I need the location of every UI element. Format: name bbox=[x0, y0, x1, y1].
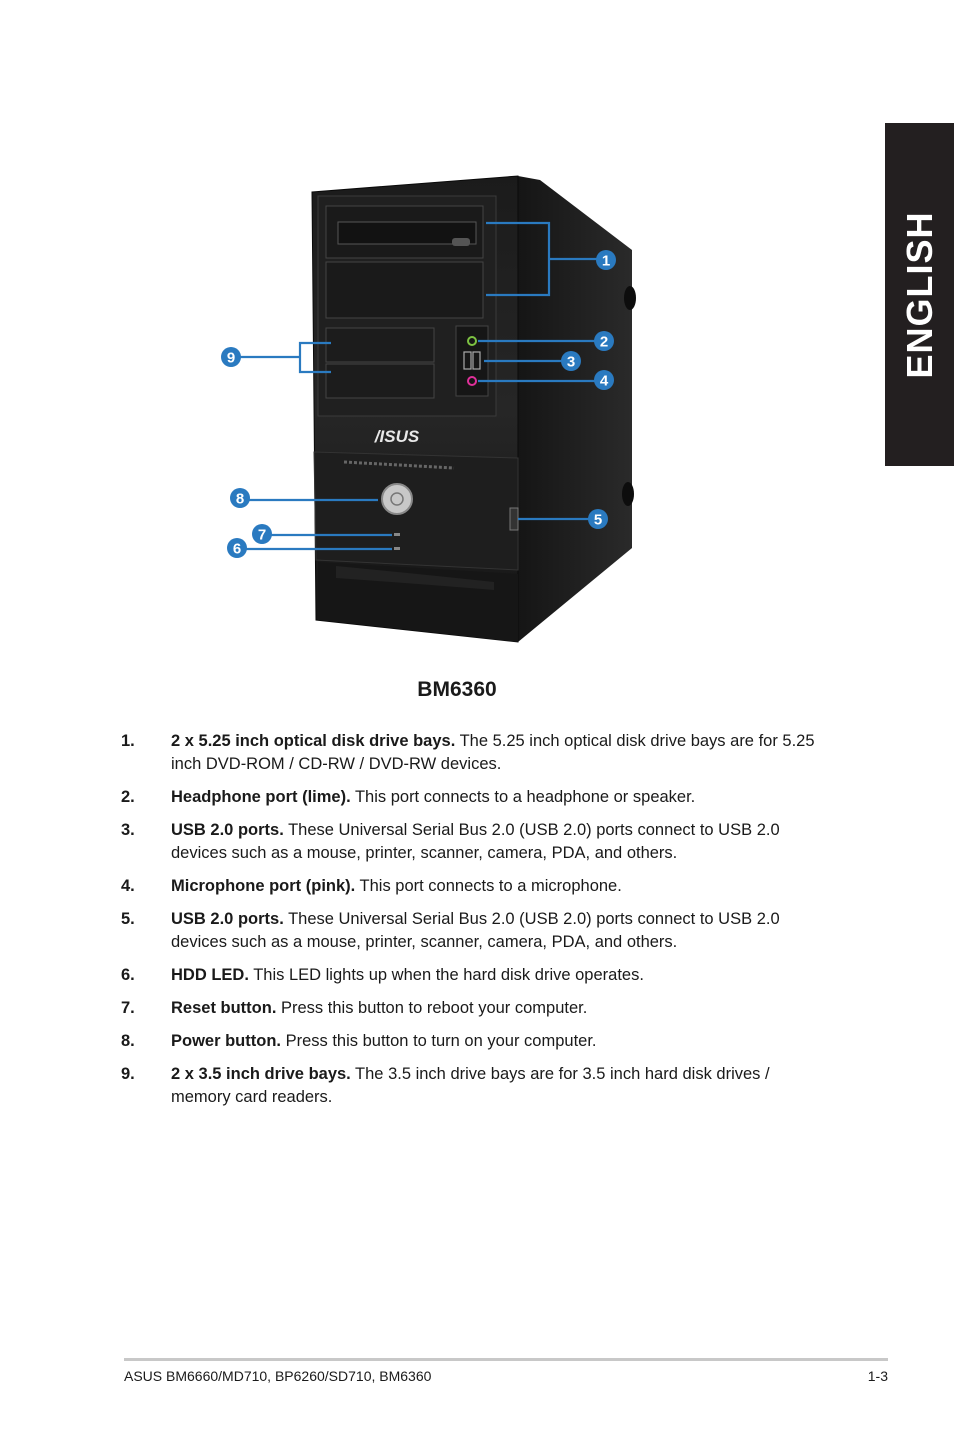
item-term: Reset button. bbox=[171, 999, 277, 1017]
leader-lines bbox=[231, 221, 600, 551]
item-term: USB 2.0 ports. bbox=[171, 821, 284, 839]
svg-text:9: 9 bbox=[227, 350, 235, 367]
headphone-port-icon bbox=[467, 336, 477, 346]
item-description: Press this button to reboot your compute… bbox=[276, 999, 588, 1017]
microphone-port-icon bbox=[467, 376, 477, 386]
item-number: 8. bbox=[121, 1032, 135, 1050]
callout-8: 8 bbox=[230, 488, 250, 508]
svg-text:3: 3 bbox=[567, 354, 575, 371]
footer-divider bbox=[124, 1358, 888, 1361]
floppy-bay-2 bbox=[325, 363, 435, 399]
usb-port-icon bbox=[472, 351, 481, 370]
item-description: These Universal Serial Bus 2.0 (USB 2.0)… bbox=[171, 910, 780, 951]
item-number: 3. bbox=[121, 821, 135, 839]
svg-text:1: 1 bbox=[602, 253, 610, 270]
item-description: This port connects to a microphone. bbox=[355, 877, 622, 895]
item-description: This LED lights up when the hard disk dr… bbox=[248, 966, 644, 984]
list-item: 6. HDD LED. This LED lights up when the h… bbox=[121, 964, 821, 987]
item-number: 5. bbox=[121, 910, 135, 928]
optical-drive-tray bbox=[337, 221, 477, 245]
list-item: 9. 2 x 3.5 inch drive bays. The 3.5 inch … bbox=[121, 1063, 821, 1109]
item-number: 9. bbox=[121, 1065, 135, 1083]
svg-text:7: 7 bbox=[258, 527, 266, 544]
svg-text:8: 8 bbox=[236, 491, 244, 508]
item-number: 7. bbox=[121, 999, 135, 1017]
list-item: 8. Power button. Press this button to tur… bbox=[121, 1030, 821, 1053]
item-description: Press this button to turn on your comput… bbox=[281, 1032, 597, 1050]
side-usb-port-icon bbox=[509, 507, 519, 531]
item-number: 1. bbox=[121, 732, 135, 750]
item-description: The 3.5 inch drive bays are for 3.5 inch… bbox=[171, 1065, 770, 1106]
item-term: HDD LED. bbox=[171, 966, 249, 984]
power-button-icon bbox=[381, 483, 413, 515]
callout-4: 4 bbox=[594, 370, 614, 390]
eject-button bbox=[452, 238, 470, 246]
svg-text:4: 4 bbox=[600, 373, 609, 390]
asus-logo: /ISUS bbox=[374, 427, 420, 446]
side-screw bbox=[624, 286, 636, 310]
item-number: 6. bbox=[121, 966, 135, 984]
list-item: 3. USB 2.0 ports. These Universal Serial … bbox=[121, 819, 821, 865]
page-number: 1-3 bbox=[867, 1368, 888, 1384]
svg-text:2: 2 bbox=[600, 334, 608, 351]
item-description: This port connects to a headphone or spe… bbox=[350, 788, 696, 806]
item-term: USB 2.0 ports. bbox=[171, 910, 284, 928]
list-item: 4. Microphone port (pink). This port conn… bbox=[121, 875, 821, 898]
figure-caption: BM6360 bbox=[417, 678, 497, 701]
side-screw bbox=[622, 482, 634, 506]
list-item: 1. 2 x 5.25 inch optical disk drive bays.… bbox=[121, 730, 821, 776]
callout-5: 5 bbox=[588, 509, 608, 529]
callout-3: 3 bbox=[561, 351, 581, 371]
optical-bay-2 bbox=[325, 261, 484, 319]
callout-1: 1 bbox=[596, 250, 616, 270]
power-symbol-icon bbox=[390, 492, 404, 506]
svg-text:5: 5 bbox=[594, 512, 602, 529]
floppy-bay-1 bbox=[325, 327, 435, 363]
callout-6: 6 bbox=[227, 538, 247, 558]
list-item: 5. USB 2.0 ports. These Universal Serial … bbox=[121, 908, 821, 954]
item-term: 2 x 3.5 inch drive bays. bbox=[171, 1065, 351, 1083]
side-panel bbox=[518, 176, 632, 642]
item-description: These Universal Serial Bus 2.0 (USB 2.0)… bbox=[171, 821, 780, 862]
reset-button-icon bbox=[394, 533, 400, 536]
computer-front-figure: /ISUS 1 2 3 bbox=[0, 0, 954, 670]
item-term: Microphone port (pink). bbox=[171, 877, 356, 895]
item-term: 2 x 5.25 inch optical disk drive bays. bbox=[171, 732, 456, 750]
language-tab: ENGLISH bbox=[885, 123, 954, 466]
list-item: 7. Reset button. Press this button to reb… bbox=[121, 997, 821, 1020]
callout-9: 9 bbox=[221, 347, 241, 367]
lower-recess bbox=[336, 566, 494, 590]
footer-model-names: ASUS BM6660/MD710, BP6260/SD710, BM6360 bbox=[124, 1368, 432, 1384]
vent-slit bbox=[343, 460, 455, 470]
list-item: 2. Headphone port (lime). This port conne… bbox=[121, 786, 821, 809]
item-description: The 5.25 inch optical disk drive bays ar… bbox=[171, 732, 815, 773]
mid-front-panel bbox=[313, 451, 519, 571]
usb-port-icon bbox=[463, 351, 472, 370]
hdd-led-icon bbox=[394, 547, 400, 550]
item-number: 2. bbox=[121, 788, 135, 806]
svg-text:6: 6 bbox=[233, 541, 241, 558]
component-list: 1. 2 x 5.25 inch optical disk drive bays.… bbox=[121, 730, 821, 1119]
computer-tower-illustration: /ISUS 1 2 3 bbox=[221, 175, 636, 643]
item-term: Headphone port (lime). bbox=[171, 788, 351, 806]
item-number: 4. bbox=[121, 877, 135, 895]
callout-2: 2 bbox=[594, 331, 614, 351]
item-term: Power button. bbox=[171, 1032, 281, 1050]
callout-7: 7 bbox=[252, 524, 272, 544]
